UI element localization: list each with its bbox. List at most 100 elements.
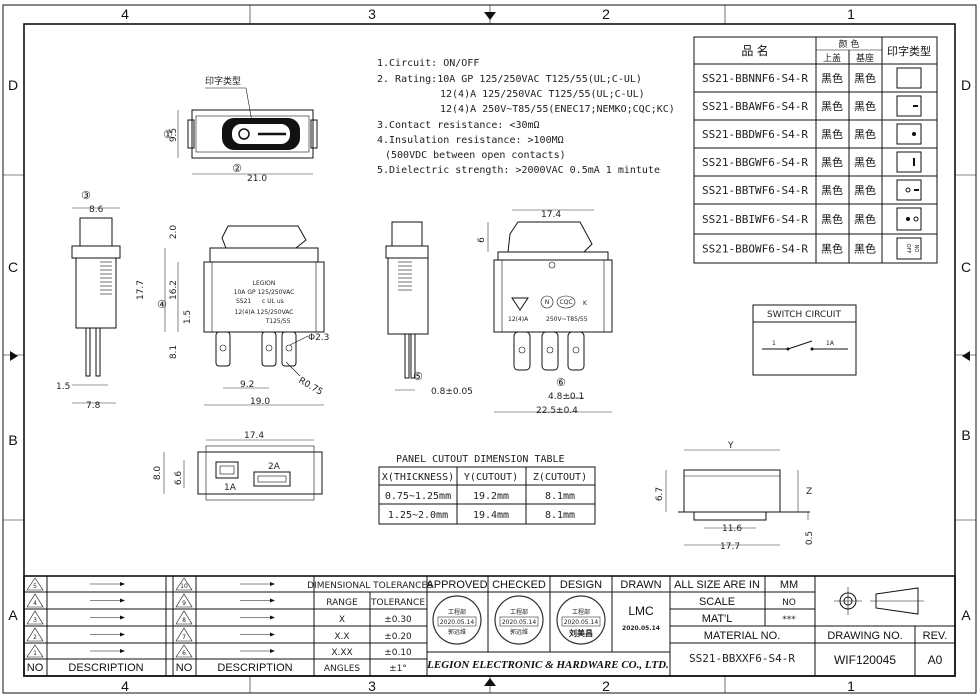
revision-triangle-icon xyxy=(26,627,44,642)
variant-part-5: SS21-BBIWF6-S4-R xyxy=(702,213,808,226)
spec-circuit: 1.Circuit: ON/OFF xyxy=(377,58,479,69)
stamp-checked-date: 2020.05.14 xyxy=(502,619,537,626)
side-left-dim-7-8: 7.8 xyxy=(86,401,101,411)
variant-top-2: 黑色 xyxy=(821,127,843,141)
stamp-design: 工程部 2020.05.14 刘美昌 xyxy=(556,595,606,645)
cutout-title: PANEL CUTOUT DIMENSION TABLE xyxy=(396,454,565,465)
cutout-header-y: Y(CUTOUT) xyxy=(464,472,518,483)
zone-col-3-bottom: 3 xyxy=(368,678,376,694)
zone-col-1-bottom: 1 xyxy=(847,678,855,694)
front-rating-2: 12(4)A 125/250VAC xyxy=(235,309,294,316)
spec-insulation-note: (500VDC between open contacts) xyxy=(385,150,566,161)
revision-arrowhead-icon xyxy=(270,598,275,603)
revision-triangle-icon xyxy=(26,644,44,658)
zone-col-4-bottom: 4 xyxy=(121,678,129,694)
variant-top-3: 黑色 xyxy=(821,155,843,169)
print-type-icon-4 xyxy=(896,179,922,201)
rev-no-label-left: NO xyxy=(27,662,44,674)
panel-dim-6-7: 6.7 xyxy=(655,487,665,501)
print-o-icon xyxy=(905,187,911,193)
print-dot-icon xyxy=(906,217,910,221)
outer-frame xyxy=(2,4,977,694)
tol-r3-range: X.XX xyxy=(331,648,352,658)
revision-arrowhead-icon xyxy=(270,615,275,620)
variant-base-2: 黑色 xyxy=(854,127,876,141)
revision-number-rev_mid-4: 6 xyxy=(182,650,186,657)
side-left-marker-3: ③ xyxy=(81,190,91,202)
revision-arrowhead-icon xyxy=(270,632,275,637)
revision-arrowhead-icon xyxy=(270,649,275,653)
front-dim-8-1: 8.1 xyxy=(169,345,179,359)
material-no-label: MATERIAL NO. xyxy=(704,630,780,642)
front-dim-19-0: 19.0 xyxy=(250,397,270,407)
variant-header-color: 颜 色 xyxy=(839,38,860,50)
spec-dielectric: 5.Dielectric strength: >2000VAC 0.5mA 1 … xyxy=(377,165,660,176)
revision-number-rev_left-3: 2 xyxy=(33,634,37,641)
variant-top-0: 黑色 xyxy=(821,71,843,85)
rev-desc-label-left: DESCRIPTION xyxy=(68,662,143,674)
panel-z: Z xyxy=(806,487,812,497)
bottom-dim-8-0: 8.0 xyxy=(153,466,163,481)
top-view-print-label: 印字类型 xyxy=(205,75,241,87)
back-rating-2: 250V~T85/55 xyxy=(546,316,588,323)
matl-value: *** xyxy=(782,615,796,625)
panel-y: Y xyxy=(727,441,734,451)
revision-number-rev_mid-2: 8 xyxy=(182,617,186,624)
variant-base-0: 黑色 xyxy=(854,71,876,85)
top-view-dim-height: 9.5 xyxy=(169,128,179,142)
side-view-left: ③ 8.6 1.5 7.8 xyxy=(56,190,121,411)
switch-circuit-left: 1 xyxy=(772,340,776,347)
cutout-r1-y: 19.2mm xyxy=(473,491,509,502)
tol-r4-range: ANGLES xyxy=(324,664,361,674)
variant-top-5: 黑色 xyxy=(821,212,843,226)
back-dim-6: 6 xyxy=(477,237,487,243)
title-block-text: NO DESCRIPTION NO DESCRIPTION DIMENSIONA… xyxy=(27,579,948,674)
spec-rating-2: 12(4)A 125/250VAC T125/55(UL;C-UL) xyxy=(440,89,645,100)
front-rating-1: 10A GP 125/250VAC xyxy=(234,289,295,296)
variant-header-top: 上盖 xyxy=(823,52,841,64)
back-cert-1: N xyxy=(545,299,550,306)
bottom-view: 1A 2A 17.4 8.0 6.6 xyxy=(153,431,323,501)
front-view: LEGION 10A GP 125/250VAC SS21 c UL us 12… xyxy=(136,225,329,407)
revision-arrowhead-icon xyxy=(120,649,125,653)
revision-arrowhead-icon xyxy=(270,582,275,586)
revision-triangle-icon xyxy=(175,577,193,591)
revision-number-rev_mid-1: 9 xyxy=(182,600,186,607)
front-mark: c UL us xyxy=(262,298,284,305)
rev-no-label-mid: NO xyxy=(176,662,193,674)
bottom-term-2a: 2A xyxy=(268,462,281,472)
zone-row-a-right: A xyxy=(961,607,971,623)
front-dim-9-2: 9.2 xyxy=(240,380,254,390)
print-type-icon-1 xyxy=(896,95,922,117)
tol-range: RANGE xyxy=(326,598,358,608)
zone-col-2-bottom: 2 xyxy=(602,678,610,694)
revision-arrowhead-icon xyxy=(120,598,125,603)
front-dim-16-2: 16.2 xyxy=(169,280,179,300)
cutout-header-x: X(THICKNESS) xyxy=(382,472,454,483)
front-rating-3: T125/55 xyxy=(265,318,291,325)
switch-circuit: SWITCH CIRCUIT 1 1A xyxy=(752,304,857,376)
bottom-dim-6-6: 6.6 xyxy=(174,471,184,486)
back-dim-22-5: 22.5±0.4 xyxy=(536,406,578,416)
size-value: MM xyxy=(780,579,798,591)
front-dim-1-5: 1.5 xyxy=(183,310,193,324)
center-arrow-top xyxy=(484,12,496,20)
cutout-header-z: Z(CUTOUT) xyxy=(533,472,587,483)
tol-r3-value: ±0.10 xyxy=(384,648,412,658)
zone-col-4-top: 4 xyxy=(121,6,129,22)
stamp-design-sig: 刘美昌 xyxy=(569,628,593,638)
side-view-mid: ⑤ 0.8±0.05 xyxy=(385,221,473,397)
print-off-text: OFF xyxy=(905,244,911,254)
print-type-icon-3 xyxy=(896,151,922,173)
top-view: 印字类型 ① 9.5 ② 21.0 xyxy=(163,75,318,184)
variant-top-6: 黑色 xyxy=(821,242,843,256)
revision-number-rev_left-0: 5 xyxy=(33,583,37,590)
title-block xyxy=(23,575,956,677)
stamp-approved-date: 2020.05.14 xyxy=(440,619,475,626)
zone-row-d-right: D xyxy=(961,77,971,93)
cutout-r2-y: 19.4mm xyxy=(473,510,509,521)
revision-triangle-icon xyxy=(26,577,44,591)
drawing-no-label: DRAWING NO. xyxy=(827,630,902,642)
rev-value: A0 xyxy=(928,653,943,667)
